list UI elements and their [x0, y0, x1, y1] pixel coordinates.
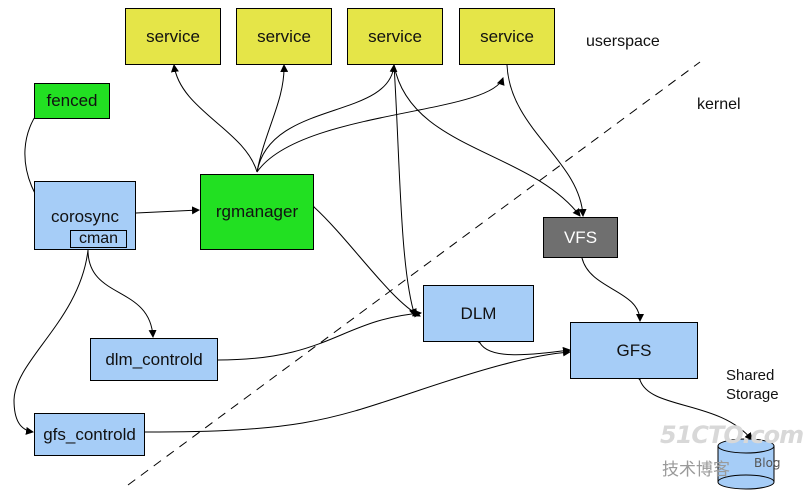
dlm-controld-box: dlm_controld: [90, 338, 218, 381]
rgmanager-label: rgmanager: [215, 202, 299, 221]
service-label: service: [146, 26, 200, 46]
gfs-controld-box: gfs_controld: [34, 413, 145, 456]
cman-gfscontrold-arrow: [13, 242, 93, 435]
vfs-gfs-arrow: [576, 250, 644, 322]
cman-label: cman: [78, 230, 119, 247]
watermark-cn: 技术博客: [662, 460, 730, 480]
rgmanager-service1-arrow: [170, 64, 258, 173]
corosync-label: corosync: [50, 207, 120, 226]
watermark-blog: Blog: [754, 456, 781, 470]
service3-dlm-arrow: [389, 57, 417, 317]
gfs-storage-arrow: [633, 372, 753, 441]
dlmcontrold-dlm-arrow: [217, 309, 422, 361]
gfs-controld-label: gfs_controld: [43, 424, 136, 444]
rgmanager-box: rgmanager: [200, 174, 314, 250]
gfs-label: GFS: [616, 340, 652, 360]
dlm-gfs-arrow: [472, 334, 571, 356]
kernel-boundary-line: [127, 61, 701, 486]
storage-cylinder-icon: [717, 438, 775, 490]
service3-vfs-arrow: [388, 57, 581, 217]
kernel-label: kernel: [697, 96, 741, 113]
service-label: service: [257, 26, 311, 46]
watermark-site: 51CTO.com: [660, 421, 803, 449]
fenced-label: fenced: [46, 91, 98, 110]
dlm-box: DLM: [423, 285, 534, 342]
vfs-box: VFS: [543, 217, 618, 258]
service-box-2: service: [236, 8, 332, 65]
fenced-box: fenced: [34, 83, 110, 119]
gfs-box: GFS: [570, 322, 698, 379]
rgmanager-service4-arrow: [256, 77, 505, 173]
cman-dlmcontrold-arrow: [83, 242, 157, 338]
service4-vfs-arrow: [502, 57, 587, 217]
shared-storage-label: Shared Storage: [726, 367, 779, 403]
service-label: service: [368, 26, 422, 46]
dlm-label: DLM: [460, 303, 497, 323]
vfs-label: VFS: [563, 227, 598, 247]
service-label: service: [480, 26, 534, 46]
rgmanager-service2-arrow: [256, 64, 289, 173]
service-box-4: service: [459, 8, 555, 65]
service-box-1: service: [125, 8, 221, 65]
rgmanager-service3-arrow: [256, 64, 398, 173]
cman-box: cman: [70, 230, 127, 248]
corosync-rgmanager-arrow: [128, 206, 200, 218]
gfscontrold-gfs-arrow: [144, 348, 571, 433]
rgmanager-dlm-arrow: [306, 199, 421, 317]
userspace-label: userspace: [586, 33, 660, 50]
service-box-3: service: [347, 8, 443, 65]
dlm-controld-label: dlm_controld: [105, 349, 203, 369]
